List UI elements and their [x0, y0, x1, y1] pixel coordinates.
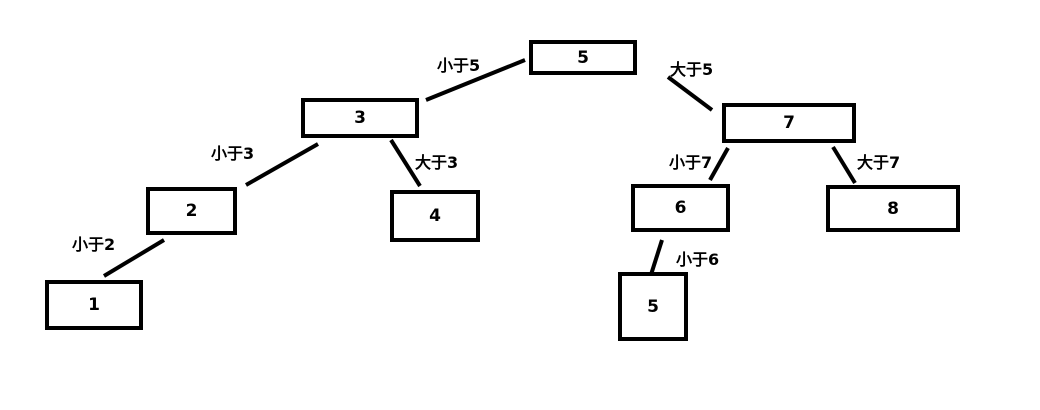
- edge-2-to-1: [102, 238, 166, 278]
- edge-7-to-8: [831, 145, 857, 185]
- node-8: 8: [826, 185, 960, 232]
- edge-label-less-than-2: 小于2: [72, 235, 116, 254]
- node-1: 1: [45, 280, 143, 330]
- edge-label-less-than-5: 小于5: [437, 56, 481, 75]
- edge-label-greater-than-5: 大于5: [670, 60, 714, 79]
- edge-label-greater-than-7: 大于7: [857, 153, 901, 172]
- edge-label-less-than-3: 小于3: [211, 144, 255, 163]
- edge-5-to-7: [666, 75, 714, 112]
- edge-3-to-2: [245, 142, 319, 187]
- edge-label-greater-than-3: 大于3: [415, 153, 459, 172]
- edge-3-to-4: [389, 138, 422, 188]
- node-3: 3: [301, 98, 419, 138]
- edge-5-to-3: [425, 58, 526, 102]
- node-2: 2: [146, 187, 237, 235]
- node-4: 4: [390, 190, 480, 242]
- edge-label-less-than-6: 小于6: [676, 250, 720, 269]
- node-5-leaf: 5: [618, 272, 688, 341]
- node-7: 7: [722, 103, 856, 143]
- edge-7-to-6: [708, 147, 730, 181]
- node-5-root: 5: [529, 40, 637, 75]
- edge-label-less-than-7: 小于7: [669, 153, 713, 172]
- node-6: 6: [631, 184, 730, 232]
